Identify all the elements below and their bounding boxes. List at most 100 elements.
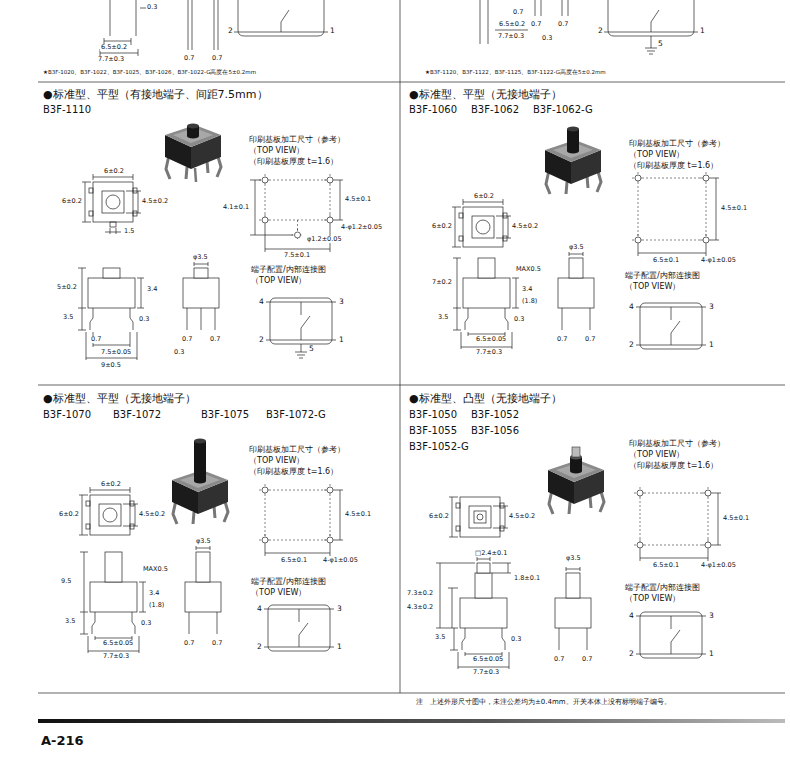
section-heading: ●标准型、凸型（无接地端子） [408, 393, 563, 405]
dimension-label: 4.5±0.1 [344, 196, 372, 203]
dimension-label: 0.3 [510, 636, 522, 643]
page-number: A-216 [40, 734, 85, 748]
divider-line [38, 385, 785, 386]
dimension-label: 4.5±0.2 [138, 511, 166, 518]
side-view [453, 308, 461, 330]
pcb-hole-pattern [250, 174, 343, 252]
front-view [449, 497, 508, 537]
dimension-label: 1.5 [123, 228, 135, 235]
view-caption: （TOP VIEW） [624, 595, 681, 603]
pin-number: 2 [256, 643, 263, 651]
dimension-label: 0.3 [513, 316, 525, 323]
pcb-hole-pattern [262, 537, 268, 543]
pcb-hole-pattern [327, 217, 333, 223]
front-view [449, 497, 458, 537]
pcb-hole-pattern [640, 549, 708, 561]
model-number: B3F-1110 [42, 105, 92, 116]
pcb-hole-pattern [250, 180, 293, 235]
switch-photo [194, 439, 206, 444]
pcb-hole-pattern [703, 175, 709, 181]
switch-photo [194, 441, 206, 481]
switch-photo [569, 502, 570, 514]
dimension-label: 4.5±0.1 [720, 205, 748, 212]
side-view [436, 563, 475, 628]
dimension-label: 4.5±0.2 [511, 223, 539, 230]
dimension-label: (1.8) [148, 602, 165, 609]
front-view [133, 211, 137, 216]
partial-terminal-diagram [238, 0, 324, 36]
divider-line [400, 0, 401, 693]
dimension-label: 3.4 [146, 286, 158, 293]
divider-line [38, 0, 785, 693]
pcb-hole-pattern [265, 490, 330, 540]
front-view [126, 191, 141, 213]
switch-photo [165, 124, 221, 183]
pcb-hole-pattern [259, 174, 336, 241]
dimension-label: 0.3 [140, 620, 152, 627]
pin-number: 3 [336, 605, 343, 613]
pcb-hole-pattern [712, 493, 721, 545]
model-number: B3F-1050 [408, 410, 458, 421]
partial-side-view [110, 0, 136, 36]
model-number: B3F-1072-G [265, 410, 327, 421]
side-view [460, 598, 507, 628]
model-number: B3F-1052-G [408, 442, 470, 453]
dimension-label: 3.4 [148, 590, 160, 597]
pcb-hole-pattern [327, 177, 333, 183]
side-view [196, 552, 210, 582]
dimension-label: 6±0.2 [58, 511, 80, 518]
pcb-hole-pattern [259, 484, 336, 546]
dimension-label: 7.7±0.3 [475, 349, 503, 356]
side-view [88, 636, 139, 653]
dimension-label: 7.7±0.3 [472, 669, 500, 676]
side-view [559, 628, 587, 650]
pcb-hole-pattern [634, 487, 714, 551]
front-view [474, 511, 486, 523]
pin-number: 4 [256, 605, 263, 613]
side-view [78, 308, 86, 330]
terminal-diagram [264, 605, 334, 651]
pcb-hole-pattern [705, 542, 711, 548]
divider-line [38, 693, 785, 694]
front-view [99, 504, 121, 526]
view-caption: （印刷基板厚度 t=1.6） [248, 468, 339, 476]
side-view [492, 563, 511, 573]
switch-photo [207, 161, 208, 173]
front-view [105, 228, 121, 234]
dimension-label: 3.5 [62, 314, 74, 321]
side-view [448, 588, 458, 628]
pcb-hole-pattern [634, 487, 721, 561]
pin-number: 1 [329, 27, 336, 35]
dimension-label: 4.5±0.2 [508, 513, 536, 520]
dimension-label: 0.7 [183, 55, 195, 62]
side-view [477, 563, 490, 573]
side-view [78, 262, 219, 360]
side-view [458, 652, 509, 669]
terminal-diagram [636, 616, 706, 654]
dimension-label: 6±0.2 [428, 513, 450, 520]
dimension-label: 6.5±0.2 [498, 21, 526, 28]
view-caption: （印刷基板厚度 t=1.6） [248, 158, 339, 166]
front-view [463, 207, 503, 247]
pcb-hole-pattern [703, 237, 709, 243]
view-caption: 印刷基板加工尺寸（参考） [248, 446, 346, 454]
dimension-label: 0.3 [541, 35, 553, 42]
terminal-diagram [636, 307, 706, 345]
dimension-label: 9.5 [60, 578, 72, 585]
dimension-label: 0.7 [211, 640, 223, 647]
switch-photo [187, 124, 199, 129]
side-view [453, 258, 461, 308]
terminal-diagram [671, 616, 680, 654]
front-view [500, 526, 504, 531]
dimension-label: 4.5±0.1 [344, 511, 372, 518]
pcb-hole-pattern [632, 172, 712, 246]
front-view [500, 503, 504, 508]
pin-number: 3 [708, 303, 715, 311]
dimension-label: 4.1±0.1 [222, 204, 250, 211]
dimension-label: 0.7 [530, 21, 542, 28]
switch-photo [566, 182, 567, 194]
switch-photo [214, 506, 215, 518]
pin-number: 2 [597, 27, 604, 35]
dimension-label: 5±0.2 [56, 284, 78, 291]
